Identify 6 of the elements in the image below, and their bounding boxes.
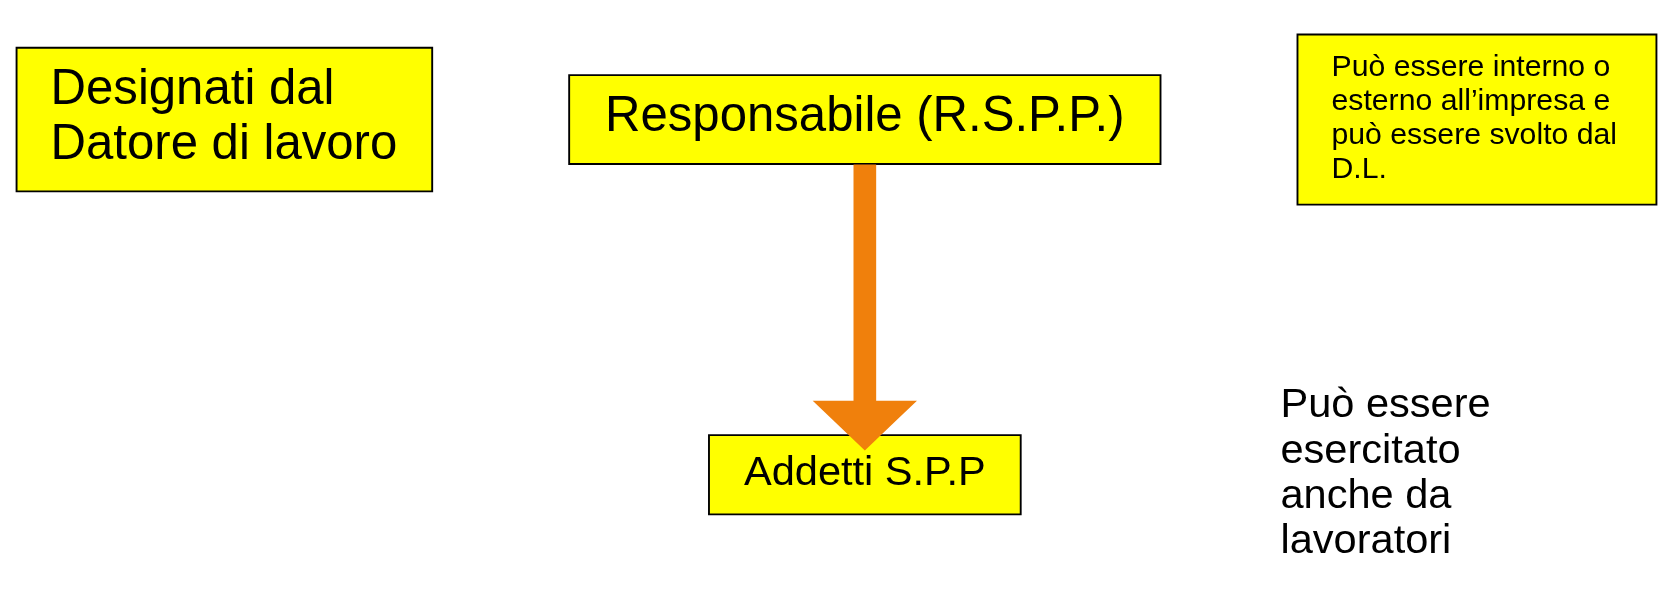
- node-box: Addetti S.P.P: [708, 433, 1022, 515]
- node-box: Può essere interno o esterno all’impresa e può essere svolto dal D.L.: [1296, 33, 1658, 206]
- node-box: Responsabile (R.S.P.P.): [568, 73, 1162, 165]
- node-box: Designati dal Datore di lavoro: [15, 46, 434, 192]
- arrow: [812, 164, 917, 450]
- label: Può essere esercitato anche da lavoratori: [1280, 378, 1491, 562]
